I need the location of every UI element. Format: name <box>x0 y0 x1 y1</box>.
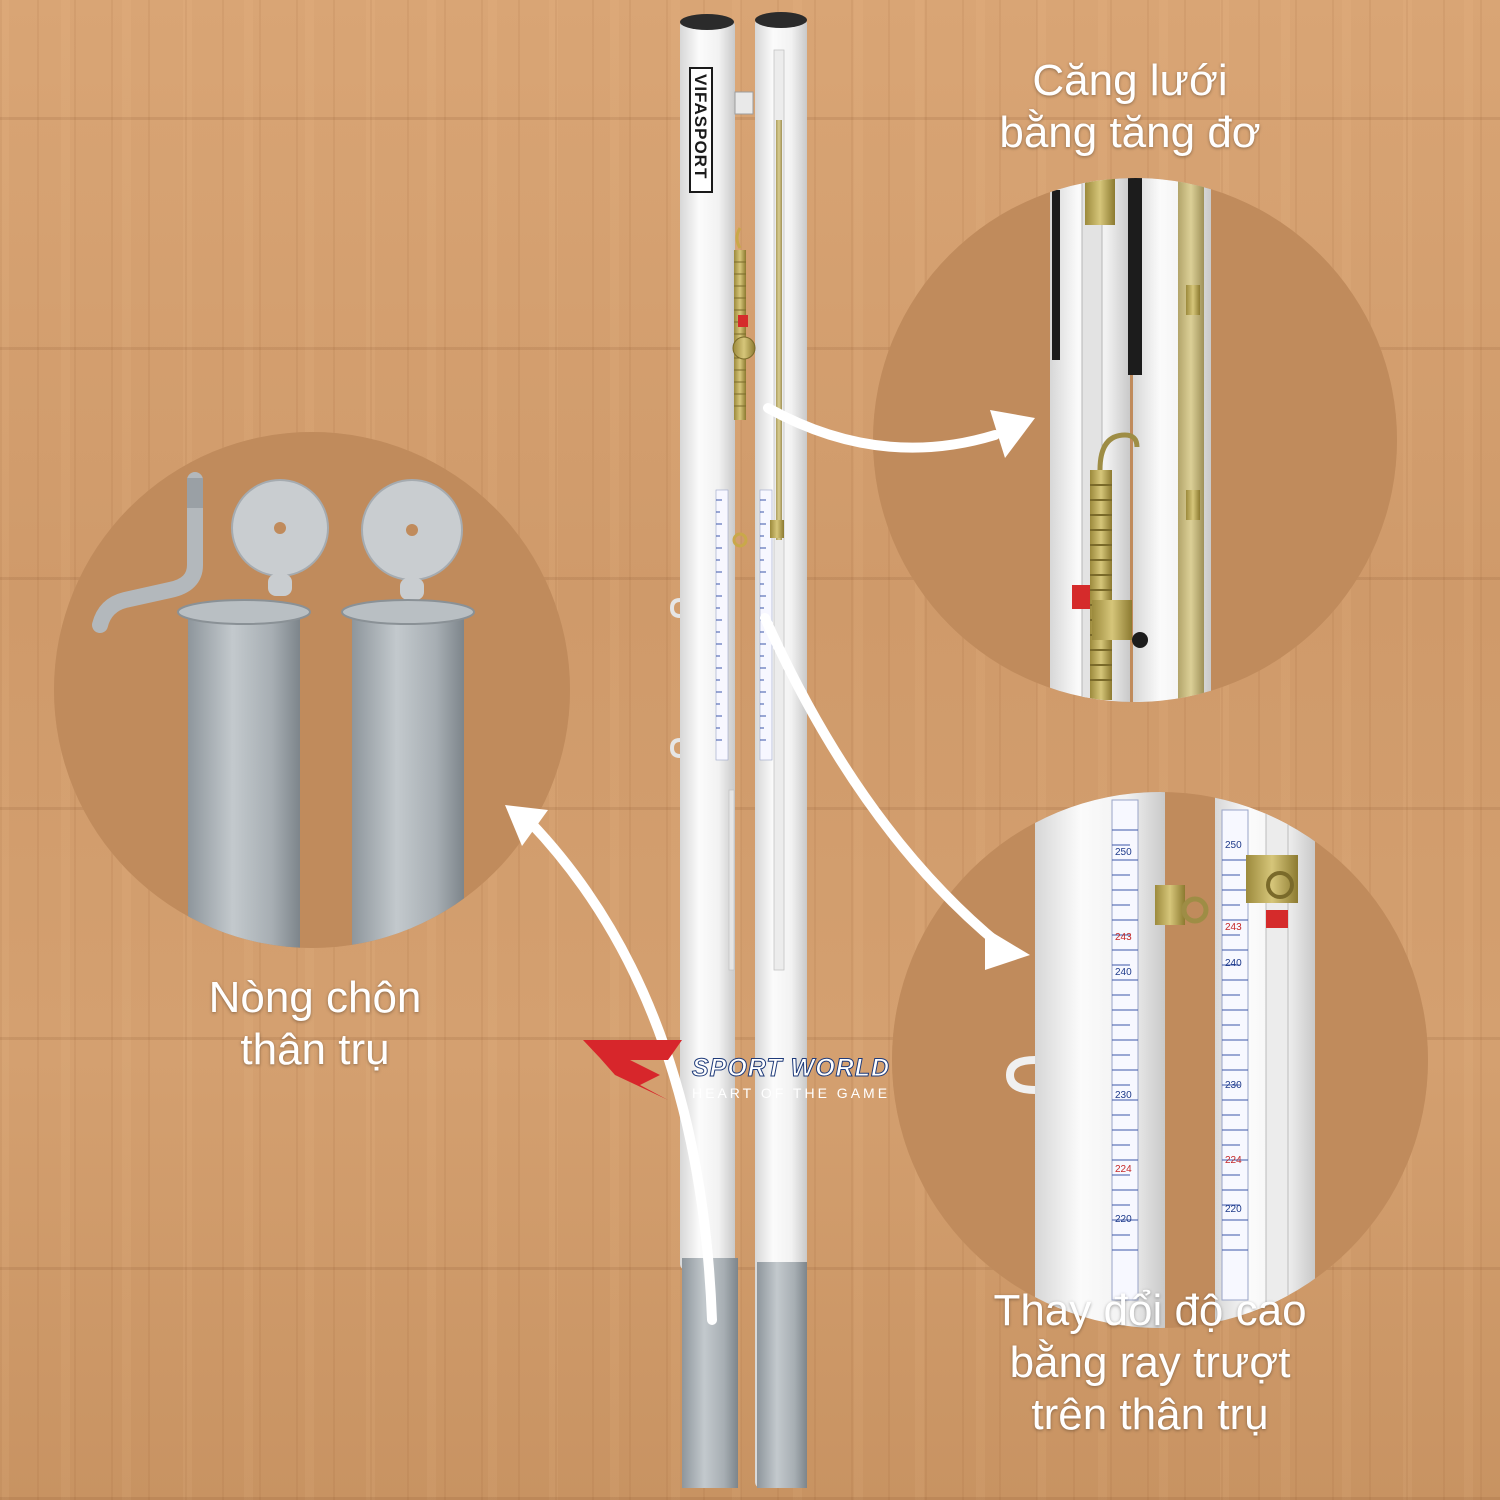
right-pole-cap <box>755 12 807 28</box>
logo-tagline: HEART OF THE GAME <box>692 1085 891 1101</box>
caption-height-adjust-line: trên thân trụ <box>1031 1390 1269 1439</box>
scale-left-220: 220 <box>1115 1214 1132 1225</box>
caption-ground-sleeve-line: thân trụ <box>240 1025 390 1074</box>
scale-right-230: 230 <box>1225 1080 1242 1091</box>
arrow-to-height-scale <box>760 613 1005 950</box>
arrowhead-net-tension-icon <box>990 410 1035 458</box>
caption-net-tension-line: Căng lưới <box>1032 56 1228 105</box>
scale-left-250: 250 <box>1115 847 1132 858</box>
scale-left-224: 224 <box>1115 1164 1132 1175</box>
arrowhead-ground-sleeves-icon <box>505 805 548 846</box>
scale-right-220: 220 <box>1225 1204 1242 1215</box>
arrow-heads <box>505 410 1035 970</box>
callout-arrows <box>525 403 1005 1325</box>
logo-name: SPORT WORLD <box>691 1054 891 1083</box>
ground-sleeve-left <box>188 618 300 948</box>
ground-sleeve-right <box>352 618 464 948</box>
sport-world-logo-mark <box>583 1040 682 1100</box>
caption-net-tension: Căng lưới bằng tăng đơ <box>960 55 1300 159</box>
right-sleeve <box>757 1262 807 1488</box>
caption-height-adjust-line: Thay đổi độ cao <box>993 1286 1307 1335</box>
scale-left-240: 240 <box>1115 967 1132 978</box>
zoom-circle-height-scale: 250 243 240 230 224 220 250 243 240 230 … <box>892 792 1428 1328</box>
volleyball-poles: VIFASPORT <box>669 12 807 1488</box>
arrow-to-ground-sleeves <box>525 817 717 1325</box>
scale-right-240: 240 <box>1225 958 1242 969</box>
crank-handle-icon <box>92 472 203 633</box>
arrowhead-height-scale-icon <box>985 928 1030 970</box>
caption-net-tension-line: bằng tăng đơ <box>999 108 1261 157</box>
arrow-to-net-tension <box>763 403 1000 453</box>
zoom-circle-net-tension <box>873 178 1397 702</box>
left-pole-scale <box>715 489 729 761</box>
scale-right-250: 250 <box>1225 840 1242 851</box>
vifasport-pole-text: VIFASPORT <box>691 74 710 179</box>
scale-left-243: 243 <box>1115 932 1132 943</box>
caption-height-adjust: Thay đổi độ cao bằng ray trượt trên thân… <box>950 1285 1350 1441</box>
caption-ground-sleeve-line: Nòng chôn <box>208 973 422 1022</box>
left-pole <box>680 20 735 1270</box>
caption-ground-sleeve: Nòng chôn thân trụ <box>160 972 470 1076</box>
scale-right-243: 243 <box>1225 922 1242 933</box>
scale-right-224: 224 <box>1225 1155 1242 1166</box>
left-pole-cap <box>680 14 734 30</box>
zoom-circle-ground-sleeves <box>54 432 570 948</box>
scale-left-230: 230 <box>1115 1090 1132 1101</box>
caption-height-adjust-line: bằng ray trượt <box>1009 1338 1291 1387</box>
tensioner-ratchet <box>732 91 784 548</box>
vifasport-label <box>689 67 713 193</box>
